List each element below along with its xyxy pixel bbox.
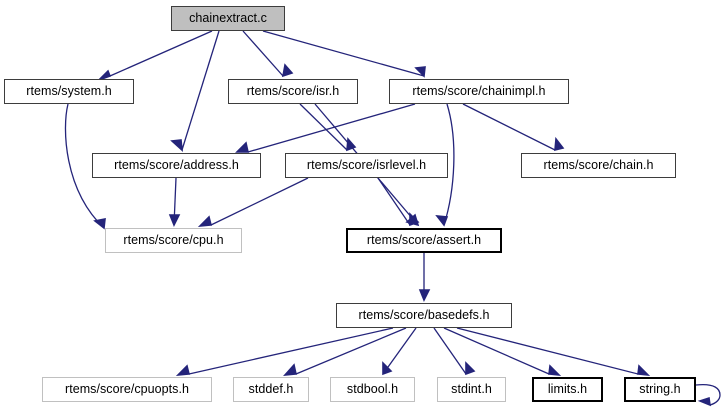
graph-edge-basedefs-to-stddef — [295, 327, 407, 375]
graph-edge-arrowhead — [382, 361, 393, 376]
graph-edge-arrowhead — [554, 136, 565, 152]
graph-edge-basedefs-to-limits — [443, 327, 550, 375]
graph-node-cpuopts[interactable]: rtems/score/cpuopts.h — [42, 377, 212, 402]
graph-node-isrlevel[interactable]: rtems/score/isrlevel.h — [285, 153, 448, 178]
graph-edge-chainextract-to-system — [109, 30, 213, 77]
graph-node-label: rtems/score/chain.h — [543, 158, 654, 173]
graph-node-label: rtems/score/address.h — [114, 158, 239, 173]
graph-edge-arrowhead — [197, 215, 213, 227]
graph-node-label: rtems/score/chainimpl.h — [412, 84, 546, 99]
graph-edge-basedefs-to-stdbool — [382, 327, 417, 375]
graph-node-label: chainextract.c — [189, 11, 267, 26]
graph-edge-arrowhead — [465, 361, 476, 376]
graph-node-label: limits.h — [547, 382, 588, 397]
graph-node-label: stddef.h — [248, 382, 294, 397]
graph-edge-isr-to-isrlevel — [299, 103, 348, 151]
graph-edge-chainextract-to-chainimpl — [262, 30, 425, 77]
graph-node-chain[interactable]: rtems/score/chain.h — [521, 153, 676, 178]
graph-edge-isrlevel-to-assert — [377, 177, 411, 226]
graph-node-string[interactable]: string.h — [624, 377, 696, 402]
graph-edge-arrowhead — [548, 364, 562, 377]
graph-edge-chainextract-to-address — [181, 30, 220, 151]
graph-edge-chainimpl-to-assert — [443, 103, 455, 226]
graph-edge-arrowhead — [409, 212, 420, 227]
graph-node-label: rtems/score/cpuopts.h — [64, 382, 190, 397]
graph-node-label: stdint.h — [451, 382, 492, 397]
graph-edge-arrowhead — [283, 363, 297, 376]
graph-edge-arrowhead — [93, 218, 106, 230]
graph-node-label: rtems/score/isr.h — [246, 84, 340, 99]
graph-edge-arrowhead — [637, 364, 651, 377]
graph-node-assert[interactable]: rtems/score/assert.h — [346, 228, 502, 253]
graph-node-chainextract[interactable]: chainextract.c — [171, 6, 285, 31]
graph-node-address[interactable]: rtems/score/address.h — [92, 153, 261, 178]
graph-node-label: string.h — [639, 382, 681, 397]
graph-edge-arrowhead — [168, 214, 181, 227]
graph-edge-arrowhead — [175, 364, 191, 376]
graph-edge-system-to-cpu — [64, 103, 105, 229]
graph-node-label: rtems/score/basedefs.h — [358, 308, 490, 323]
graph-edge-arrowhead — [435, 215, 449, 227]
graph-node-label: rtems/score/cpu.h — [123, 233, 224, 248]
graph-edge-string-to-string — [695, 383, 721, 406]
graph-edge-arrowhead — [418, 289, 431, 302]
graph-edge-arrowhead — [346, 137, 357, 152]
graph-edge-basedefs-to-stdint — [433, 327, 467, 375]
graph-node-label: stdbool.h — [346, 382, 399, 397]
graph-edge-arrowhead — [281, 63, 294, 78]
graph-edge-basedefs-to-cpuopts — [188, 327, 394, 375]
graph-node-label: rtems/score/assert.h — [366, 233, 482, 248]
graph-node-stddef[interactable]: stddef.h — [233, 377, 309, 402]
graph-edge-arrowhead — [697, 396, 711, 407]
graph-edge-arrowhead — [170, 139, 184, 152]
graph-node-chainimpl[interactable]: rtems/score/chainimpl.h — [389, 79, 569, 104]
graph-node-stdbool[interactable]: stdbool.h — [330, 377, 415, 402]
graph-node-system[interactable]: rtems/system.h — [4, 79, 134, 104]
graph-node-stdint[interactable]: stdint.h — [437, 377, 506, 402]
graph-node-basedefs[interactable]: rtems/score/basedefs.h — [336, 303, 512, 328]
graph-node-limits[interactable]: limits.h — [532, 377, 603, 402]
graph-edge-chainextract-to-isr — [242, 30, 284, 77]
graph-edge-arrowhead — [235, 141, 249, 153]
graph-node-label: rtems/system.h — [26, 84, 112, 99]
graph-edge-isrlevel-to-cpu — [210, 177, 309, 226]
graph-edge-chainimpl-to-address — [247, 103, 416, 153]
graph-node-cpu[interactable]: rtems/score/cpu.h — [105, 228, 242, 253]
graph-edge-arrowhead — [98, 69, 112, 81]
graph-edge-chainimpl-to-chain — [462, 103, 556, 151]
graph-node-label: rtems/score/isrlevel.h — [306, 158, 427, 173]
graph-edge-basedefs-to-string — [456, 327, 639, 375]
graph-node-isr[interactable]: rtems/score/isr.h — [228, 79, 358, 104]
graph-edge-arrowhead — [414, 66, 426, 78]
